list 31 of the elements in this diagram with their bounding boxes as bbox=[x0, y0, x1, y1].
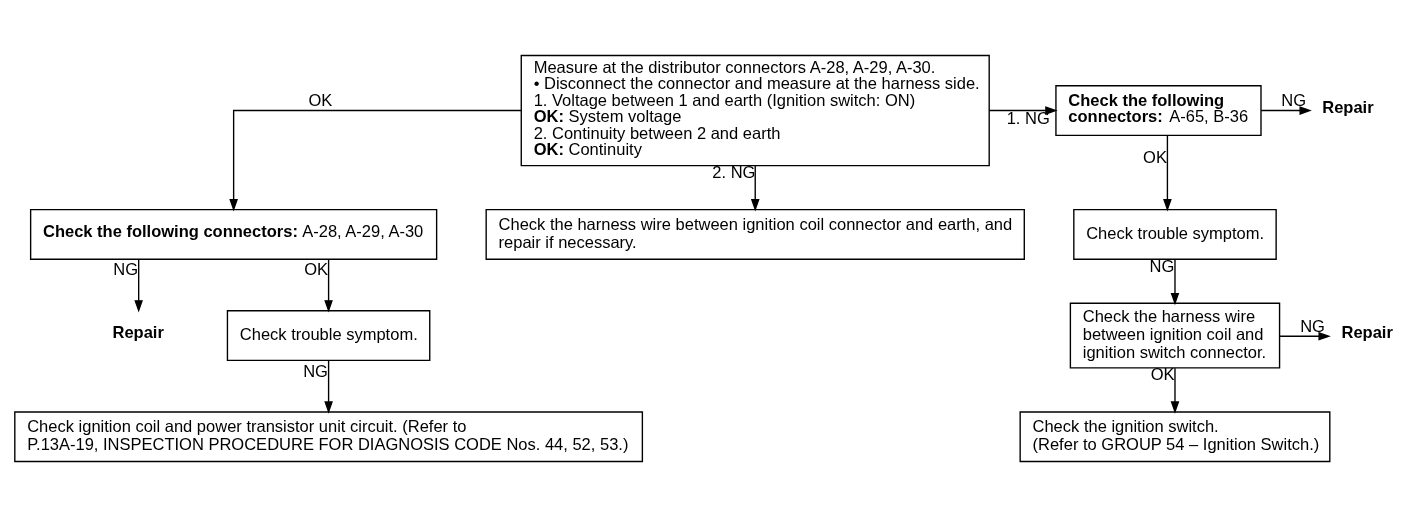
edge-label: NG bbox=[1300, 316, 1325, 335]
arrow bbox=[1260, 106, 1312, 115]
node-box: Check trouble symptom. bbox=[226, 310, 431, 362]
edge-label: NG bbox=[303, 361, 328, 380]
node-box: Check the ignition switch. (Refer to GROUP 54 – Ignition Switch.) bbox=[1019, 411, 1331, 463]
arrow bbox=[1170, 258, 1180, 306]
edge-label: NG bbox=[1281, 90, 1307, 109]
node-text: Repair bbox=[1322, 98, 1374, 117]
arrow bbox=[324, 359, 333, 414]
arrow bbox=[324, 258, 333, 313]
node-box: Check the following connectors: A-28, A-29, A-30 bbox=[29, 208, 438, 260]
node-box: Measure at the distributor connectors A-28, A-29, A-30. • Disconnect the connector and measure at the harness side. 1. Voltage between 1 and earth (Ignition switch: ON) OK: System voltage 2. Continuity between 2 and earth OK: Continuity bbox=[520, 54, 990, 167]
arrow bbox=[1170, 367, 1180, 414]
edge-label: OK bbox=[308, 90, 333, 109]
node-box: Check the harness wire between ignition coil and ignition switch connector. bbox=[1069, 302, 1281, 369]
node-box: Check ignition coil and power transistor unit circuit. (Refer to P.13A-19, INSPECTION PROCEDURE FOR DIAGNOSIS CODE Nos. 44, 52, 53.) bbox=[14, 411, 644, 463]
node-box: Check trouble symptom. bbox=[1073, 208, 1277, 260]
arrow bbox=[1163, 134, 1172, 212]
node-box: Check the following connectors: A-65, B-36 bbox=[1055, 85, 1262, 136]
node-text: Repair bbox=[1341, 323, 1393, 342]
arrow bbox=[988, 106, 1058, 115]
arrow bbox=[134, 258, 144, 313]
node-box: Check the harness wire between ignition coil connector and earth, and repair if necessary. bbox=[485, 208, 1025, 260]
node-text: Repair bbox=[112, 323, 164, 342]
edge-label: NG bbox=[113, 260, 138, 279]
arrow bbox=[750, 165, 760, 212]
edge-label: OK bbox=[1143, 148, 1167, 166]
edge-label: OK bbox=[304, 260, 329, 279]
arrow bbox=[1279, 331, 1331, 341]
edge-label: 1. NG bbox=[1006, 108, 1050, 127]
arrow bbox=[229, 109, 522, 212]
